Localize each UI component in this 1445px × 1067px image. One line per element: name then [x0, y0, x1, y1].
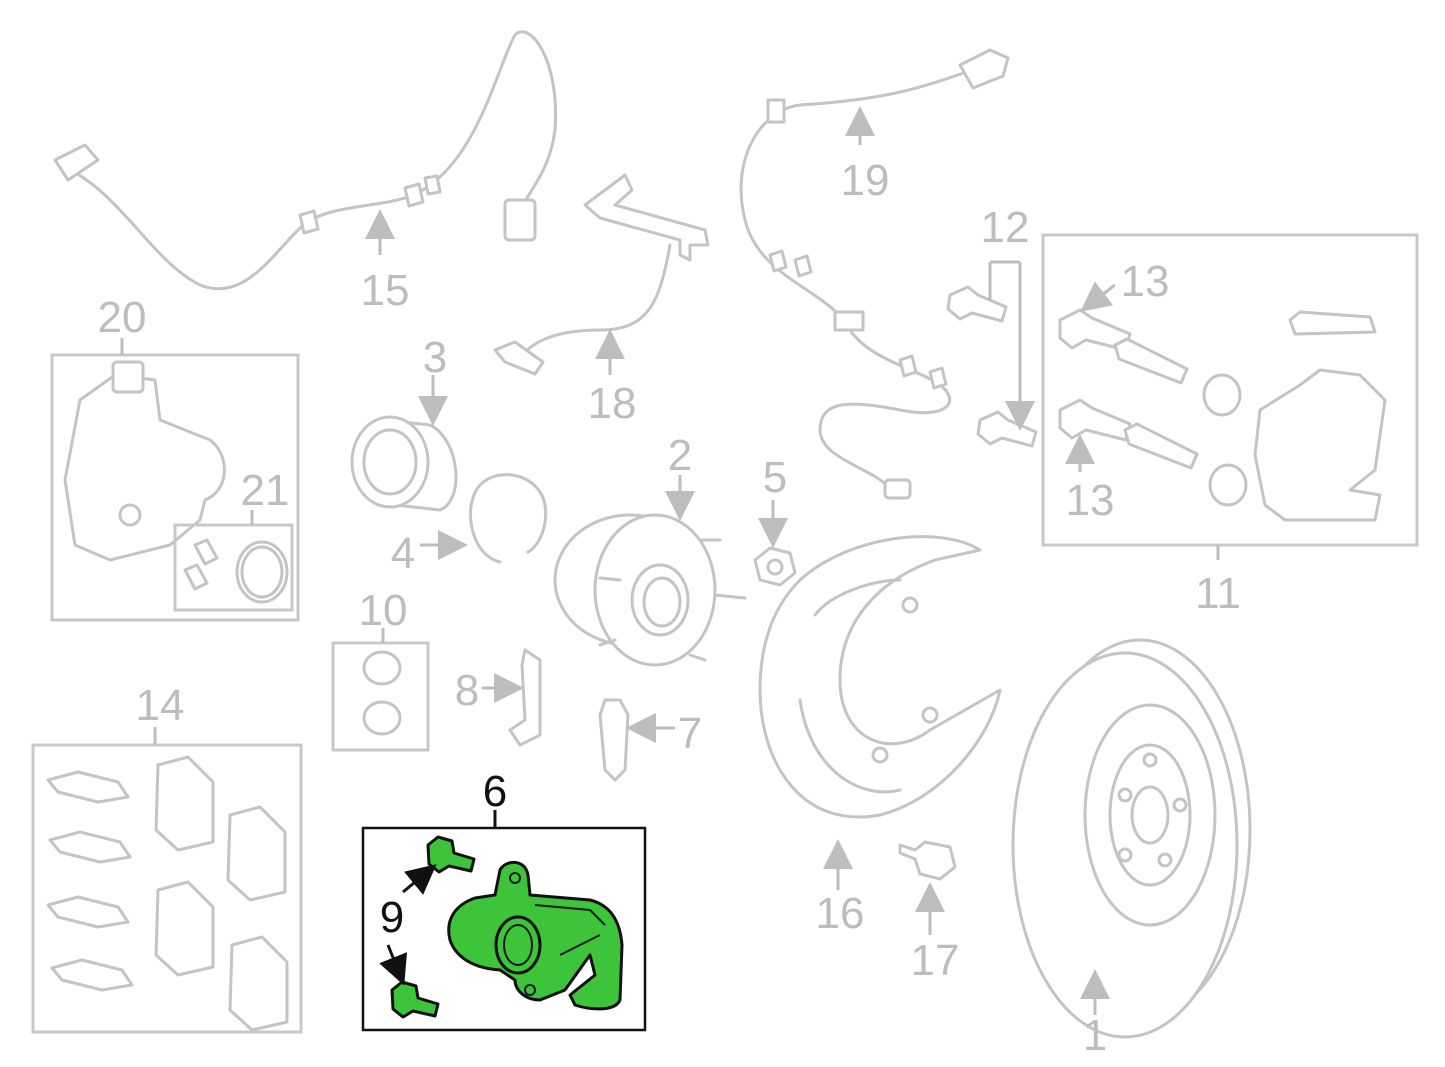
part-19-abs-sensor-wire[interactable] — [739, 48, 1010, 500]
label-9: 9 — [380, 893, 404, 942]
label-10: 10 — [359, 586, 408, 635]
part-18-wear-sensor-wire[interactable] — [493, 173, 710, 376]
part-16-dust-shield[interactable] — [758, 535, 1002, 819]
part-5-hub-nut[interactable] — [753, 546, 797, 587]
label-21: 21 — [241, 466, 290, 515]
label-15: 15 — [361, 266, 410, 315]
part-2-wheel-hub[interactable] — [553, 513, 747, 667]
part-14-brake-pads-kit[interactable] — [31, 743, 303, 1034]
part-17-bolt[interactable] — [898, 840, 957, 881]
label-4: 4 — [391, 529, 415, 578]
label-16: 16 — [816, 889, 865, 938]
part-10-bushings[interactable] — [331, 641, 430, 752]
label-2: 2 — [668, 431, 692, 480]
label-1: 1 — [1083, 1011, 1107, 1060]
part-21-seal-kit[interactable] — [173, 523, 294, 612]
part-8-clip[interactable] — [508, 648, 542, 747]
label-13-top: 13 — [1121, 257, 1170, 306]
label-20: 20 — [98, 293, 147, 342]
part-15-abs-sensor-wire[interactable] — [53, 30, 558, 291]
part-1-brake-rotor[interactable] — [1011, 638, 1252, 1039]
label-3: 3 — [423, 333, 447, 382]
label-5: 5 — [763, 453, 787, 502]
label-14: 14 — [136, 681, 185, 730]
part-3-wheel-bearing[interactable] — [350, 415, 458, 512]
part-12-bolts[interactable] — [946, 285, 1038, 448]
label-8: 8 — [455, 666, 479, 715]
label-11: 11 — [1195, 569, 1241, 618]
label-7: 7 — [678, 709, 702, 758]
part-6-brake-caliper[interactable] — [361, 826, 647, 1032]
label-6: 6 — [483, 767, 507, 816]
part-4-snap-ring[interactable] — [468, 473, 548, 564]
part-6-box — [361, 826, 647, 1032]
part-20-parking-brake-motor[interactable] — [50, 353, 300, 622]
part-11-caliper-bracket-kit[interactable] — [1041, 233, 1419, 547]
label-13-bottom: 13 — [1066, 476, 1115, 525]
label-17: 17 — [911, 936, 960, 985]
part-7-bleeder-valve[interactable] — [598, 698, 630, 782]
label-12: 12 — [981, 203, 1030, 252]
label-19: 19 — [841, 156, 890, 205]
label-18: 18 — [588, 379, 637, 428]
part-9-bolts[interactable] — [390, 835, 476, 1019]
